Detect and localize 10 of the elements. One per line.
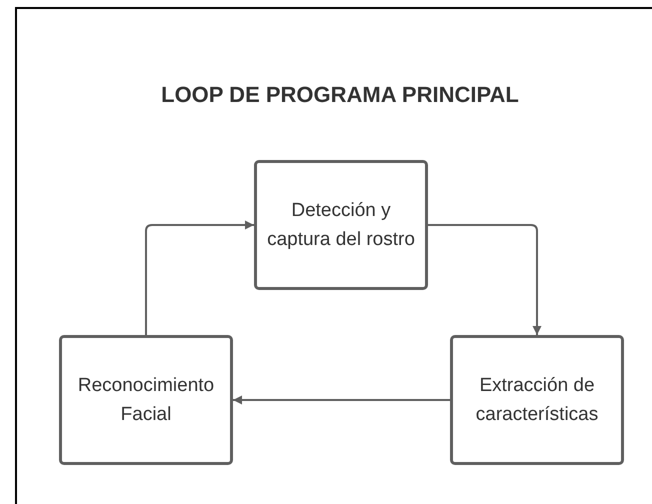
process-box: [450, 335, 624, 465]
connector-arrow: [428, 224, 542, 335]
diagram-title: LOOP DE PROGRAMA PRINCIPAL: [160, 81, 520, 109]
connector-arrow: [145, 220, 254, 335]
box-label: Reconocimiento Facial: [76, 374, 216, 427]
connector-arrow: [233, 396, 450, 404]
box-label: Extracción de características: [474, 374, 600, 427]
box-label: Detección y captura del rostro: [266, 199, 416, 252]
process-box: [254, 160, 428, 290]
process-box: [59, 335, 233, 465]
